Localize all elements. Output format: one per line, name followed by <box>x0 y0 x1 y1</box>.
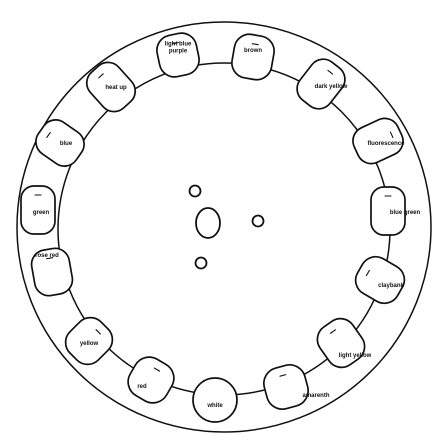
pod-label-yellow: yellow <box>80 341 99 347</box>
pod-label-green: green <box>33 210 50 216</box>
pod-label-fluorescence: fluorescence <box>367 141 405 147</box>
pod-label-brown: brown <box>244 48 262 54</box>
pod-label-blue-green: blue green <box>390 210 421 216</box>
pod-label-blue: blue <box>60 141 73 147</box>
pod-label-claybank: claybank <box>378 283 404 289</box>
pod-label-heat-up: heat up <box>105 85 127 91</box>
pod-chamber <box>350 251 410 309</box>
pod-label-white: white <box>206 403 223 409</box>
center-chamber <box>196 208 220 238</box>
pod-amarenth <box>260 361 311 412</box>
hub <box>190 186 264 269</box>
pod-chamber <box>260 361 311 412</box>
pod-label-light-blue-purple: light blue <box>165 42 192 48</box>
port-bottom <box>196 258 207 269</box>
outer-ring <box>17 22 431 432</box>
pod-label-rose-red: rose red <box>35 253 59 259</box>
pod-chamber <box>193 378 237 422</box>
port-right <box>253 216 264 227</box>
pod-label-amarenth: amarenth <box>302 393 329 399</box>
pod-label-light-yellow: light yellow <box>339 353 372 359</box>
port-top <box>190 186 201 197</box>
pod-chamber <box>229 32 276 82</box>
pod-brown <box>229 32 276 82</box>
pod-label-dark-yellow: dark yellow <box>315 84 348 90</box>
pod-label-red: red <box>137 384 147 390</box>
pod-light-blue-purple <box>154 30 202 79</box>
pod-chamber <box>122 351 179 408</box>
pod-chamber <box>154 30 202 79</box>
pod-claybank <box>350 251 410 309</box>
pod-red <box>122 351 179 408</box>
pod-white <box>193 378 237 422</box>
pod-label-light-blue-purple: purple <box>169 49 188 55</box>
